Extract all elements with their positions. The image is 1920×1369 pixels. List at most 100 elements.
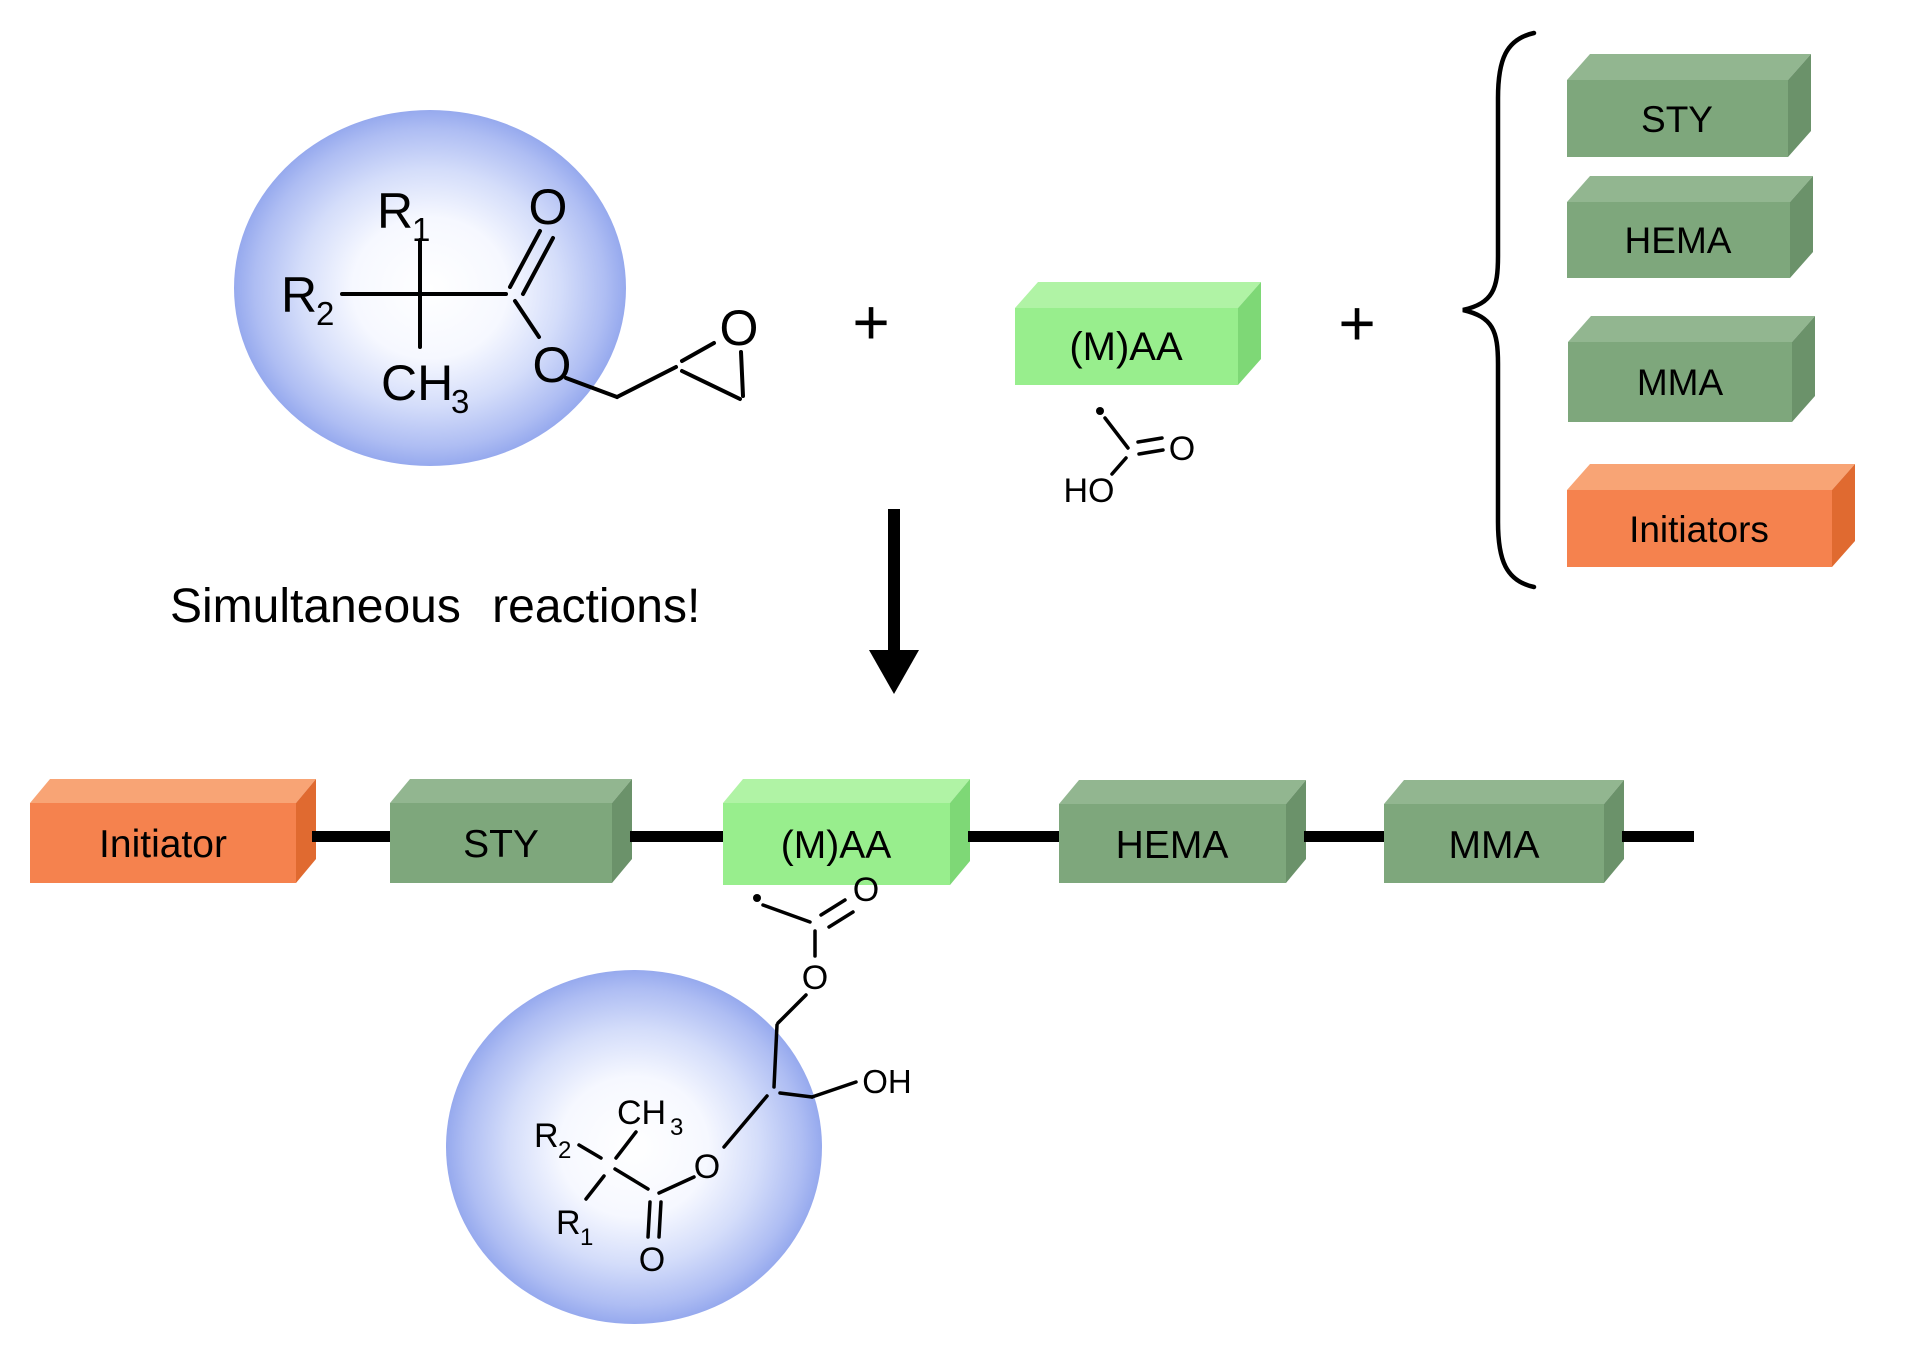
labels-top-molecule: R 1 R 2 CH 3 O O O [281,179,758,420]
bond-o-ch2 [564,376,619,399]
acid-radical-structure: O HO [1064,407,1195,510]
pendant-r2-subscript: 2 [558,1137,571,1164]
chain-maa-label: (M)AA [781,824,892,867]
chain-mma-label: MMA [1449,824,1540,867]
pendant-double-bond-2 [827,910,855,929]
bonds-top-molecule [340,229,745,401]
chain-maa-top-face [723,779,970,803]
r1-subscript: 1 [412,211,430,248]
reactant-maa-box: (M)AA [1015,282,1261,385]
maa-box-front-face [1015,308,1238,385]
bond-c-double-o-2 [521,236,555,296]
chain-sty-label: STY [463,823,539,866]
chain-maa-front-face [723,803,950,885]
labels-pendant: O O OH O O CH 3 R 2 R 1 [534,871,912,1279]
initiators-front-face [1567,490,1832,567]
mma-side-face [1792,316,1815,422]
initiators-side-face [1832,464,1855,567]
chain-link-3 [968,831,1059,842]
pendant-ch3-subscript: 3 [670,1114,683,1141]
pendant-r1-label: R [556,1204,581,1242]
pendant-double-bond-3 [646,1200,652,1239]
chain-hema-top-face [1059,780,1306,804]
pendant-ch3-label: CH [617,1094,666,1132]
sty-side-face [1788,54,1811,157]
reactant-molecule-top: R 1 R 2 CH 3 O O O [234,110,758,466]
polymer-chain: Initiator STY (M)AA HEMA MMA [30,779,1694,885]
bond-epoxide-ch-ch2 [680,369,742,401]
chain-link-4 [1304,831,1384,842]
maa-box-top-face [1015,282,1261,308]
chain-maa-side-face [950,779,970,885]
pendant-bond-c2-center [613,1167,650,1191]
hema-label: HEMA [1625,220,1732,261]
mma-label: MMA [1637,362,1724,403]
sty-top-face [1567,54,1811,80]
chain-mma-side-face [1604,780,1624,883]
chain-mma-front-face [1384,804,1604,883]
carbonyl-o-label: O [529,179,568,235]
chain-initiator-front-face [30,803,296,883]
pendant-bond-center-ch3 [614,1130,638,1160]
acid-bond-dot-c [1103,416,1130,450]
pendant-bottom-o-label: O [639,1241,665,1279]
pendant-bond-ch2-ch [772,1023,779,1089]
pendant-carbonyl-o-label: O [853,871,879,909]
arrow-head [869,650,919,694]
stack-box-initiators: Initiators [1567,464,1855,567]
maa-box-label: (M)AA [1069,325,1183,369]
mma-front-face [1568,342,1792,422]
chain-hema-side-face [1286,780,1306,883]
sty-front-face [1567,80,1788,157]
chain-link-1 [312,831,390,842]
chain-box-mma: MMA [1384,780,1624,883]
pendant-bond-ch2b-oh [810,1080,858,1099]
pendant-oh-label: OH [862,1063,912,1100]
bonds-pendant [577,894,858,1239]
ch3-subscript: 3 [451,383,469,420]
arrow-shaft [888,509,900,652]
plus-sign-1: + [852,286,889,358]
ester-o-label: O [533,337,572,393]
hema-front-face [1567,202,1790,278]
pendant-bond-o2-c2 [657,1175,696,1195]
chain-mma-top-face [1384,780,1624,804]
pendant-bond-ch-ch2b [778,1091,814,1099]
acid-double-bond-2 [1137,448,1165,456]
chain-sty-front-face [390,803,612,883]
acid-ho-label: HO [1064,472,1115,510]
chain-initiator-side-face [296,779,316,883]
stack-box-hema: HEMA [1567,176,1813,278]
hema-side-face [1790,176,1813,278]
ch3-label: CH [381,355,453,411]
acid-o-label: O [1169,430,1195,468]
bond-ch2-ch [615,365,678,399]
curly-brace [1462,30,1537,590]
chain-link-5 [1622,831,1694,842]
chain-initiator-top-face [30,779,316,803]
mma-top-face [1568,316,1815,342]
r2-subscript: 2 [316,295,334,332]
pendant-ester-o2-label: O [694,1148,720,1186]
radical-dot-bottom [753,894,761,902]
pendant-bond-center-r1 [584,1174,606,1201]
chain-hema-label: HEMA [1116,824,1229,867]
bond-c-double-o-1 [508,229,542,289]
blue-halo-top [234,110,626,466]
hema-top-face [1567,176,1813,202]
reaction-arrow-down [869,509,919,694]
plus-sign-2: + [1338,287,1375,359]
acid-bond-c-ho [1110,456,1128,476]
r1-label: R [377,183,413,239]
chain-initiator-label: Initiator [99,823,227,866]
bond-epoxide-ch-o [680,341,716,363]
r2-label: R [281,267,317,323]
chain-box-maa: (M)AA [723,779,970,885]
monomer-stack: STY HEMA MMA Initiators [1567,54,1855,567]
pendant-r1-subscript: 1 [580,1224,593,1251]
radical-dot-top [1096,407,1104,415]
sty-label: STY [1641,99,1713,140]
pendant-double-bond-1 [819,898,847,917]
chain-link-2 [630,831,723,842]
